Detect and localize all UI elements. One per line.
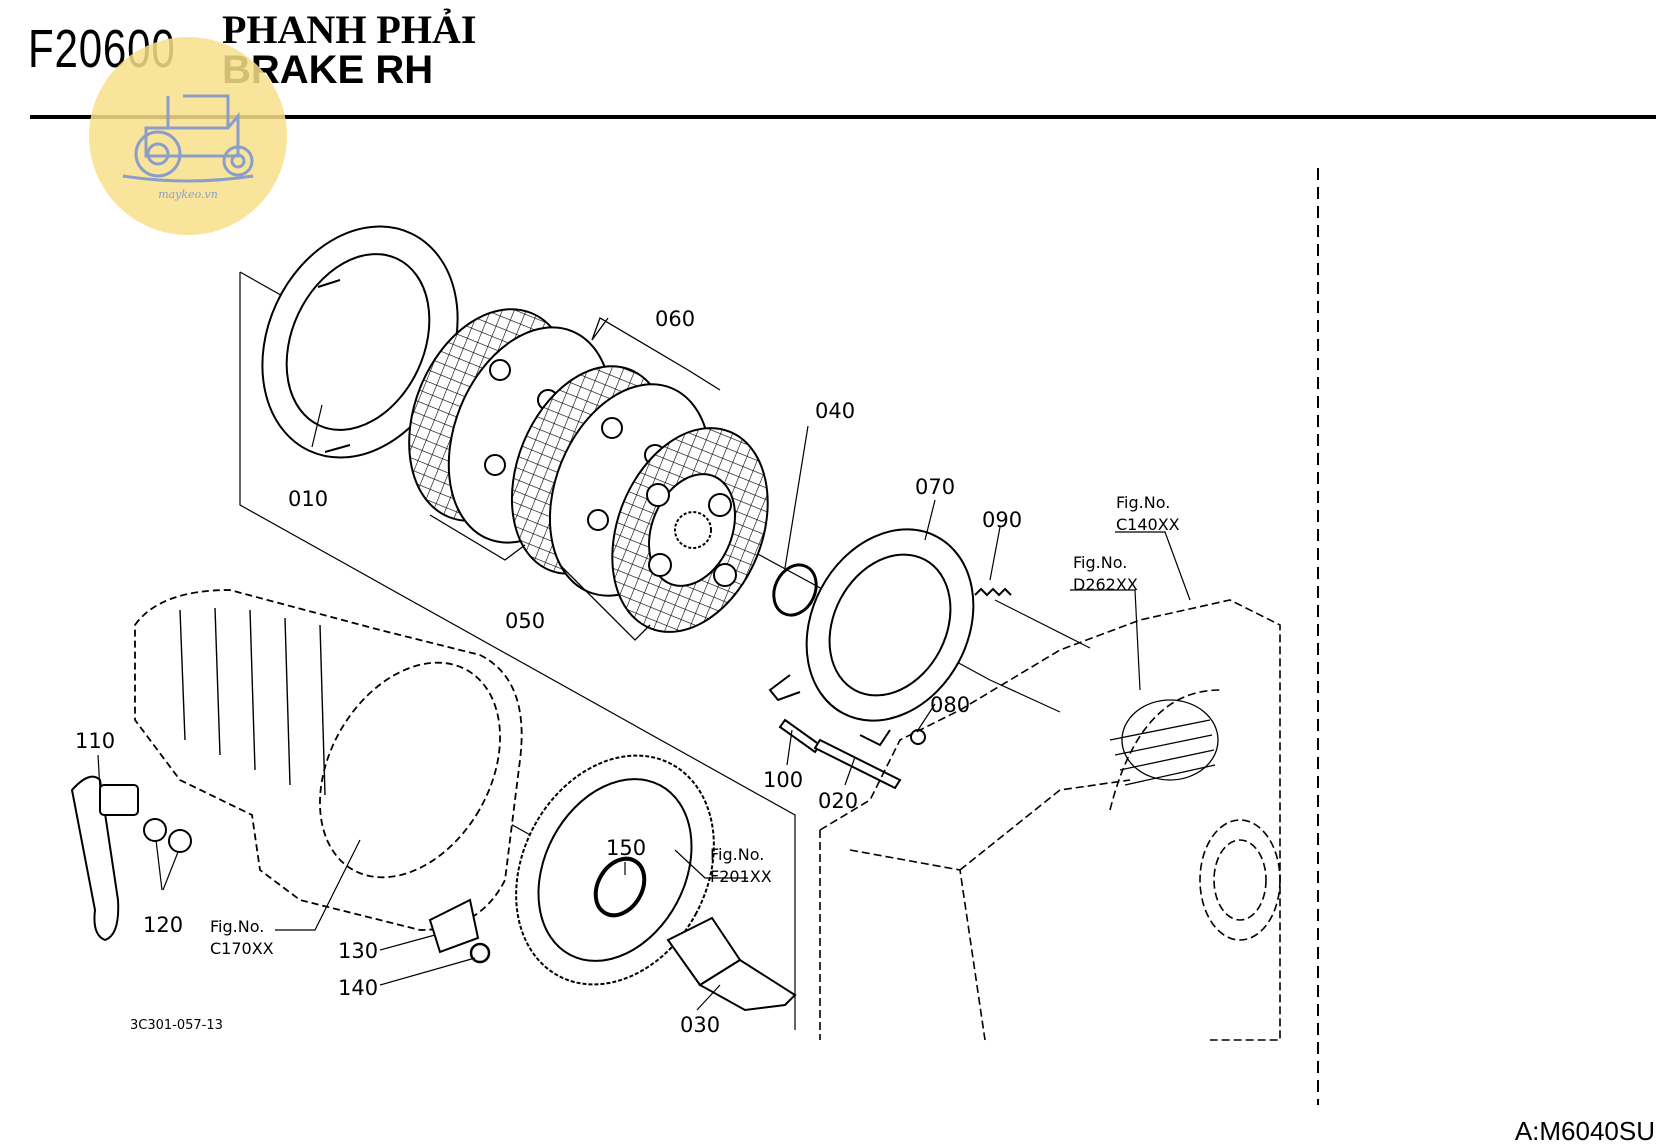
differential-bevel	[1109, 699, 1219, 786]
tractor-icon	[122, 94, 254, 183]
fig-ref-c140-line1: Fig.No.	[1116, 493, 1170, 512]
watermark-logo: maykeo.vn	[89, 37, 287, 235]
fig-ref-f201-line1: Fig.No.	[710, 845, 764, 864]
part-080-ball	[910, 729, 926, 745]
part-label-110: 110	[75, 729, 115, 753]
fig-ref-c170-line2: C170XX	[210, 939, 274, 958]
ring-gear	[515, 754, 715, 986]
fig-ref-c140-line2: C140XX	[1116, 515, 1180, 534]
part-label-050: 050	[505, 609, 545, 633]
transmission-case	[819, 599, 1281, 1041]
part-label-020: 020	[818, 789, 858, 813]
fig-ref-d262-line2: D262XX	[1073, 575, 1138, 594]
fig-ref-f201-line2: F201XX	[710, 867, 772, 886]
fig-ref-d262-line1: Fig.No.	[1073, 553, 1127, 572]
part-110-lever	[70, 775, 139, 942]
part-120-oring-a	[143, 818, 167, 842]
housing-ribs	[179, 607, 326, 796]
leader-lines	[97, 404, 1191, 1011]
part-010-plate	[261, 225, 459, 459]
part-050-060-discs	[408, 308, 769, 633]
part-label-010: 010	[288, 487, 328, 511]
part-label-150: 150	[606, 836, 646, 860]
fig-ref-c170-line1: Fig.No.	[210, 917, 264, 936]
title-vietnamese: PHANH PHẢI	[222, 7, 477, 52]
brake-housing	[134, 589, 523, 931]
model-code: A:M6040SU	[1514, 1116, 1655, 1146]
part-030-shaft	[666, 916, 797, 1012]
drawing-id: 3C301-057-13	[130, 1018, 223, 1033]
part-labels: 010 020 030 040 050 060 070 080 090 100 …	[75, 307, 1022, 1037]
part-100-020-pins	[778, 718, 902, 790]
part-label-090: 090	[982, 508, 1022, 532]
part-090-spring	[974, 587, 1012, 597]
part-label-140: 140	[338, 976, 378, 1000]
disc-brackets	[429, 317, 721, 641]
part-label-100: 100	[763, 768, 803, 792]
part-label-120: 120	[143, 913, 183, 937]
part-label-070: 070	[915, 475, 955, 499]
figure-references: Fig.No. C140XX Fig.No. D262XX Fig.No. F2…	[210, 493, 1180, 958]
part-label-060: 060	[655, 307, 695, 331]
part-120-oring-b	[168, 829, 192, 853]
part-label-040: 040	[815, 399, 855, 423]
part-070-cover	[768, 528, 975, 747]
part-label-080: 080	[930, 693, 970, 717]
part-label-130: 130	[338, 939, 378, 963]
part-140-circlip	[469, 942, 491, 964]
part-150-oring	[593, 856, 647, 918]
part-label-030: 030	[680, 1013, 720, 1037]
part-130-collar	[428, 898, 480, 954]
part-040-ring	[772, 563, 818, 617]
logo-text: maykeo.vn	[158, 188, 218, 201]
header-rule	[30, 115, 1656, 119]
